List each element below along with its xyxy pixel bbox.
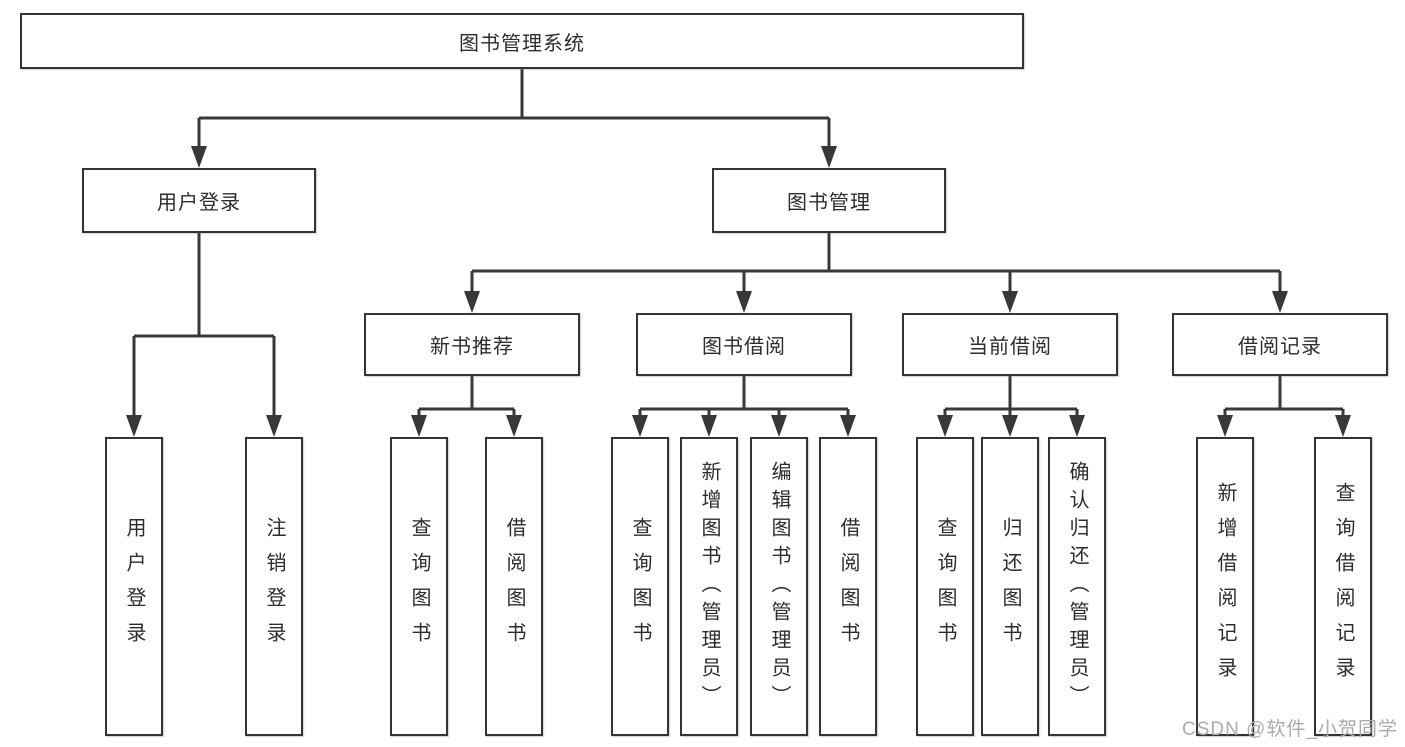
- leaf-borrow-books-borrowing: 借阅图书: [819, 437, 877, 736]
- node-current-borrowing: 当前借阅: [902, 313, 1118, 376]
- node-label: 编辑图书（管理员）: [768, 460, 790, 713]
- node-label: 查询图书: [934, 516, 956, 657]
- node-label: 新增借阅记录: [1214, 481, 1236, 692]
- node-label: 注销登录: [263, 516, 285, 657]
- leaf-add-borrow-record: 新增借阅记录: [1196, 437, 1254, 736]
- node-borrowing-records: 借阅记录: [1172, 313, 1388, 376]
- node-label: 确认归还（管理员）: [1066, 460, 1088, 713]
- leaf-logout: 注销登录: [245, 437, 303, 736]
- leaf-query-books-recommend: 查询图书: [390, 437, 448, 736]
- node-label: 图书管理: [787, 192, 871, 214]
- node-book-management: 图书管理: [712, 168, 946, 233]
- node-new-book-recommendation: 新书推荐: [364, 313, 580, 376]
- edge-root-split: [197, 69, 831, 148]
- node-label: 用户登录: [157, 192, 241, 214]
- edge-bookmgmt-split: [470, 233, 1282, 293]
- node-book-management-system: 图书管理系统: [20, 13, 1024, 69]
- leaf-confirm-return-admin: 确认归还（管理员）: [1048, 437, 1106, 736]
- edge-records-split: [1223, 376, 1345, 417]
- node-label: 当前借阅: [968, 336, 1052, 358]
- node-label: 查询图书: [629, 516, 651, 657]
- leaf-edit-books-admin: 编辑图书（管理员）: [750, 437, 808, 736]
- node-book-borrowing: 图书借阅: [636, 313, 852, 376]
- node-label: 借阅记录: [1238, 336, 1322, 358]
- leaf-add-books-admin: 新增图书（管理员）: [680, 437, 738, 736]
- node-label: 新增图书（管理员）: [698, 460, 720, 713]
- leaf-user-login: 用户登录: [105, 437, 163, 736]
- edge-userlogin-split: [132, 233, 276, 417]
- node-label: 用户登录: [123, 516, 145, 657]
- node-label: 新书推荐: [430, 336, 514, 358]
- node-label: 借阅图书: [503, 516, 525, 657]
- leaf-query-books-current: 查询图书: [916, 437, 974, 736]
- node-label: 查询图书: [408, 516, 430, 657]
- edge-newbook-split: [417, 376, 516, 417]
- node-label: 图书管理系统: [459, 32, 585, 55]
- node-label: 归还图书: [999, 516, 1021, 657]
- edge-borrowing-split: [638, 376, 850, 417]
- node-label: 借阅图书: [837, 516, 859, 657]
- leaf-query-books-borrowing: 查询图书: [611, 437, 669, 736]
- node-label: 查询借阅记录: [1332, 481, 1354, 692]
- node-user-login: 用户登录: [82, 168, 316, 233]
- leaf-borrow-books-recommend: 借阅图书: [485, 437, 543, 736]
- edge-current-split: [943, 376, 1079, 417]
- node-label: 图书借阅: [702, 336, 786, 358]
- arrowheads: [126, 146, 1351, 437]
- leaf-query-borrow-record: 查询借阅记录: [1314, 437, 1372, 736]
- leaf-return-books: 归还图书: [981, 437, 1039, 736]
